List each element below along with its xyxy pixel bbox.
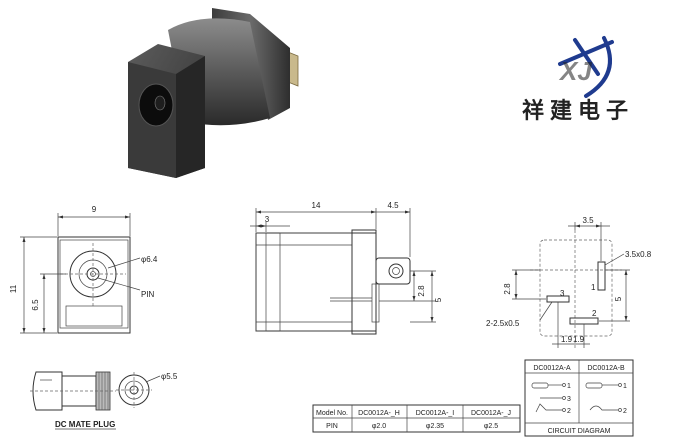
table-cell-j: φ2.5: [484, 423, 498, 430]
side-view: 14 4.5 3 2.8 5: [250, 201, 443, 335]
table-header-j: DC0012A-_J: [471, 410, 511, 417]
table-header-h: DC0012A-_H: [358, 410, 400, 417]
company-logo: XJ 祥建电子: [522, 36, 634, 123]
fp-hole: 2-2.5x0.5: [486, 319, 520, 328]
dc-mate-plug: φ5.5 DC MATE PLUG: [30, 371, 178, 430]
pin-label: PIN: [141, 290, 155, 299]
circuit-a-pin-2: 2: [567, 408, 571, 415]
jack-3d-render: [128, 8, 299, 178]
circuit-col-a: DC0012A-A: [533, 365, 571, 372]
table-header-model: Model No.: [316, 410, 348, 417]
pcb-footprint: 3.5 3.5x0.8 2.8 5 1.9 1.9 2-2.5x0.5 1 2 …: [486, 216, 652, 348]
dim-diameter: φ6.4: [141, 255, 158, 264]
dim-height: 11: [9, 284, 18, 293]
plug-label: DC MATE PLUG: [55, 420, 115, 429]
circuit-a-pin-1: 1: [567, 383, 571, 390]
fp-slot: 3.5x0.8: [625, 250, 652, 259]
circuit-b-pin-2: 2: [623, 408, 627, 415]
logo-mark-shape: [558, 36, 614, 98]
table-header-i: DC0012A-_I: [416, 410, 455, 417]
circuit-a-pin-3: 3: [567, 396, 571, 403]
fp-dim-right: 5: [614, 296, 623, 301]
fp-dim-bottom: 1.9: [561, 335, 573, 344]
fp-pin-1: 1: [591, 283, 596, 292]
model-table: Model No. DC0012A-_H DC0012A-_I DC0012A-…: [312, 404, 521, 433]
dim-length: 14: [312, 201, 321, 210]
fp-dim-bottom-2: 1.9: [573, 335, 585, 344]
dim-pin-spacing: 5: [434, 297, 443, 302]
dim-rear: 4.5: [387, 201, 399, 210]
fp-dim-left: 2.8: [503, 283, 512, 295]
front-view: 9 11 6.5 φ6.4 PIN: [9, 205, 158, 334]
table-cell-h: φ2.0: [372, 423, 386, 430]
circuit-title: CIRCUIT DIAGRAM: [548, 428, 611, 435]
logo-mark: XJ: [558, 56, 592, 86]
plug-diameter: φ5.5: [161, 372, 178, 381]
circuit-b-pin-1: 1: [623, 383, 627, 390]
circuit-diagram: DC0012A-A DC0012A-B 1 3 2 1 2 CIRCUIT DI…: [524, 359, 634, 437]
fp-pin-3: 3: [560, 289, 565, 298]
fp-dim-top: 3.5: [582, 216, 594, 225]
circuit-col-b: DC0012A-B: [587, 365, 625, 372]
dim-lower: 6.5: [31, 299, 40, 311]
dim-width: 9: [92, 205, 97, 214]
fp-pin-2: 2: [592, 309, 597, 318]
table-row-pin: PIN: [326, 423, 338, 430]
dim-front: 3: [265, 215, 270, 224]
table-cell-i: φ2.35: [426, 423, 444, 430]
logo-company-name: 祥建电子: [522, 98, 634, 123]
dim-pin-height: 2.8: [417, 285, 426, 297]
